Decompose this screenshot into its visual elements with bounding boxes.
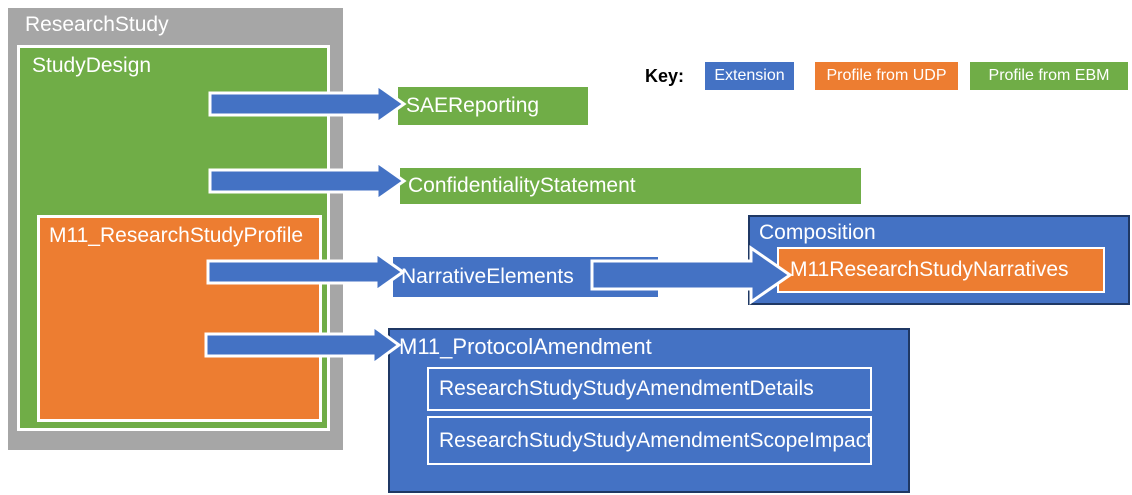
legend-chip-extension: Extension	[705, 62, 794, 90]
legend-extension-label: Extension	[714, 67, 785, 84]
research-study-title: ResearchStudy	[25, 13, 169, 36]
m11-research-study-profile-title: M11_ResearchStudyProfile	[49, 224, 304, 247]
sae-reporting-label: SAEReporting	[406, 94, 540, 117]
m11-protocol-amendment-title: M11_ProtocolAmendment	[399, 334, 652, 359]
legend-chip-profile-from-udp: Profile from UDP	[815, 62, 958, 90]
box-narrative-elements: NarrativeElements	[393, 257, 658, 297]
narrative-elements-label: NarrativeElements	[401, 265, 574, 288]
box-research-study-amendment-details: ResearchStudyStudyAmendmentDetails	[427, 367, 872, 411]
composition-title: Composition	[759, 221, 876, 244]
box-sae-reporting: SAEReporting	[398, 87, 588, 125]
legend-profile-from-ebm-label: Profile from EBM	[988, 67, 1110, 84]
box-research-study-amendment-scope-impact: ResearchStudyStudyAmendmentScopeImpact	[427, 416, 872, 465]
study-design-title: StudyDesign	[32, 54, 152, 77]
research-study-amendment-details-label: ResearchStudyStudyAmendmentDetails	[439, 377, 814, 400]
m11-research-study-narratives-label: M11ResearchStudyNarratives	[790, 258, 1069, 281]
confidentiality-statement-label: ConfidentialityStatement	[408, 174, 636, 197]
legend-chip-profile-from-ebm: Profile from EBM	[970, 62, 1128, 90]
legend-key-label: Key:	[645, 65, 685, 86]
research-study-amendment-scope-impact-label: ResearchStudyStudyAmendmentScopeImpact	[439, 428, 873, 452]
container-m11-research-study-profile: M11_ResearchStudyProfile	[37, 215, 322, 422]
legend-profile-from-udp-label: Profile from UDP	[826, 67, 947, 84]
container-m11-protocol-amendment: M11_ProtocolAmendment ResearchStudyStudy…	[388, 328, 910, 493]
box-confidentiality-statement: ConfidentialityStatement	[400, 168, 861, 204]
box-m11-research-study-narratives: M11ResearchStudyNarratives	[777, 247, 1105, 293]
